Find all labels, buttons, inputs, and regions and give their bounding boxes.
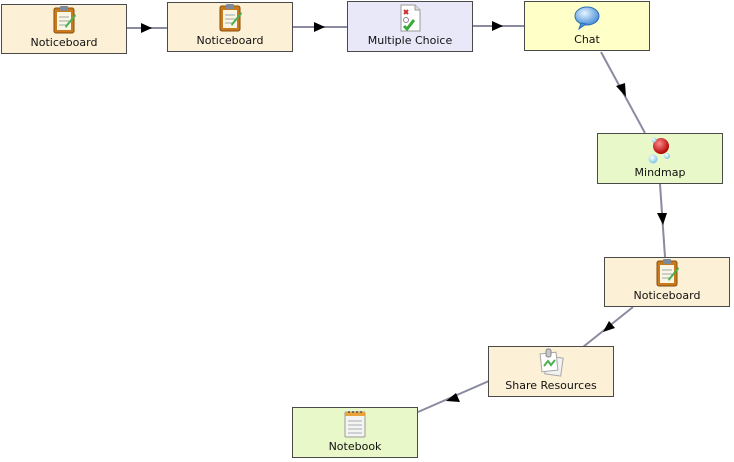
transition-n2-n3[interactable] <box>292 22 347 32</box>
activity-noticeboard-1[interactable]: Noticeboard <box>1 4 127 54</box>
activity-notebook[interactable]: Notebook <box>292 407 418 458</box>
transition-n5-n6[interactable] <box>657 183 667 258</box>
transition-n7-n8[interactable] <box>417 380 490 413</box>
transition-n4-n5[interactable] <box>600 51 646 134</box>
activity-label: Notebook <box>328 440 382 453</box>
activity-label: Mindmap <box>634 166 686 179</box>
activity-label: Share Resources <box>505 379 597 392</box>
notebook-icon <box>344 411 366 438</box>
activity-chat[interactable]: Chat <box>524 1 650 51</box>
activity-share-resources[interactable]: Share Resources <box>488 346 614 397</box>
activity-label: Noticeboard <box>633 289 701 302</box>
activity-noticeboard-2[interactable]: Noticeboard <box>167 2 293 52</box>
multiple-choice-icon <box>400 4 421 32</box>
mindmap-icon <box>648 137 670 164</box>
activity-label: Noticeboard <box>30 36 98 49</box>
activity-label: Noticeboard <box>196 34 264 47</box>
transition-n1-n2[interactable] <box>127 23 167 33</box>
activity-noticeboard-3[interactable]: Noticeboard <box>604 257 730 307</box>
transition-n3-n4[interactable] <box>472 21 524 31</box>
activity-mindmap[interactable]: Mindmap <box>597 133 723 184</box>
activity-label: Chat <box>574 33 600 46</box>
noticeboard-icon <box>219 4 242 32</box>
activity-multiple-choice[interactable]: Multiple Choice <box>347 1 473 52</box>
noticeboard-icon <box>656 259 679 287</box>
speech-bubble-icon <box>574 6 600 31</box>
noticeboard-icon <box>53 6 76 34</box>
share-resources-icon <box>539 348 564 377</box>
activity-label: Multiple Choice <box>367 34 453 47</box>
transition-n6-n7[interactable] <box>582 306 634 348</box>
